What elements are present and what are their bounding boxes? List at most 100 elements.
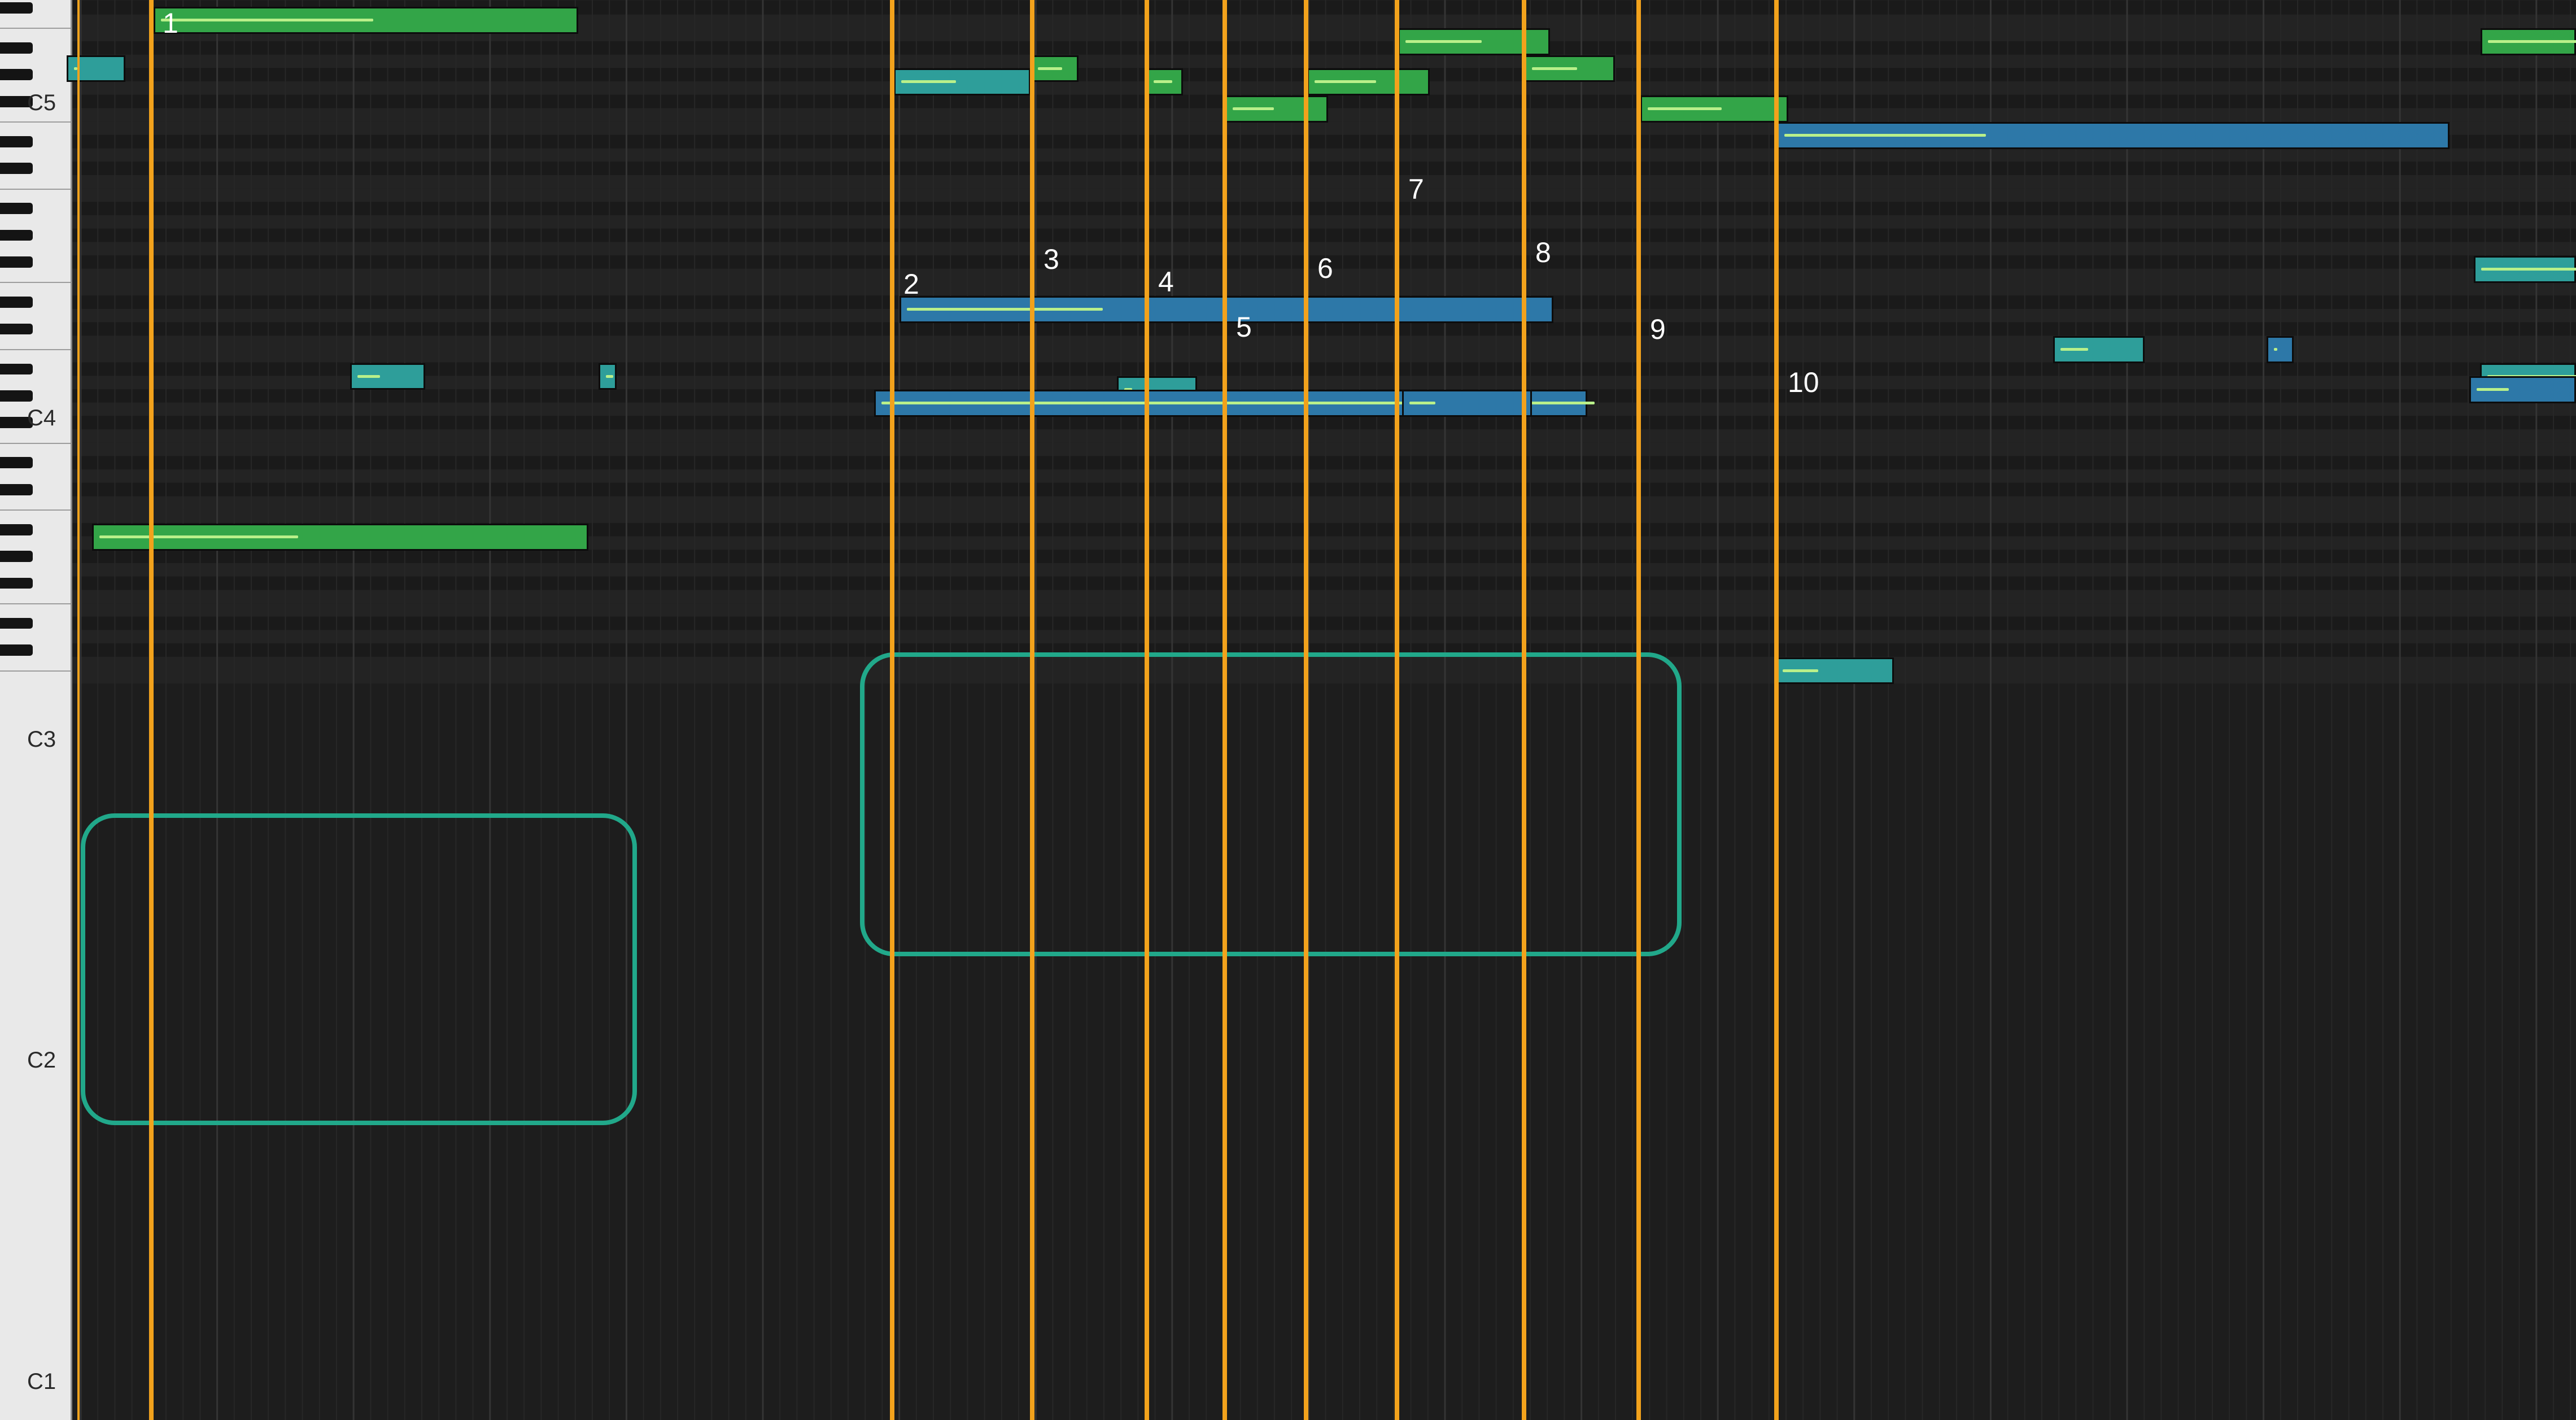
grid-row-white-key: [71, 376, 2576, 390]
grid-row-black-key: [71, 322, 2576, 336]
black-key[interactable]: [0, 457, 33, 469]
black-key[interactable]: [0, 203, 33, 215]
note[interactable]: [2267, 336, 2294, 363]
note-7[interactable]: [1398, 28, 1550, 56]
marker-line-3[interactable]: [1030, 0, 1034, 1420]
black-key[interactable]: [0, 617, 33, 629]
grid-row-white-key: [71, 282, 2576, 296]
note[interactable]: [1775, 657, 1894, 685]
black-key[interactable]: [0, 297, 33, 308]
note[interactable]: [1402, 390, 1532, 417]
grid-row-white-key: [71, 242, 2576, 256]
note-velocity-line: [606, 374, 613, 378]
grid-row-black-key: [71, 456, 2576, 470]
note-10[interactable]: [1777, 122, 2450, 149]
marker-line-6[interactable]: [1304, 0, 1308, 1420]
black-key[interactable]: [0, 577, 33, 589]
grid-row-black-key: [71, 522, 2576, 537]
note[interactable]: [599, 363, 617, 390]
marker-number-10: 10: [1788, 367, 1819, 398]
white-key-separator: [0, 349, 71, 350]
note-1[interactable]: [154, 7, 578, 34]
grid-row-white-key: [71, 563, 2576, 577]
white-key-separator: [0, 670, 71, 672]
black-key[interactable]: [0, 524, 33, 535]
black-key[interactable]: [0, 484, 33, 495]
note-velocity-line: [1784, 134, 1986, 137]
note-velocity-line: [2274, 348, 2277, 351]
note-8[interactable]: [1525, 55, 1615, 82]
marker-line-10[interactable]: [1774, 0, 1779, 1420]
note-5[interactable]: [1225, 95, 1328, 123]
octave-label-c1: C1: [27, 1369, 56, 1394]
note-velocity-line: [1154, 80, 1172, 84]
note-velocity-line: [1038, 67, 1062, 70]
white-key-separator: [0, 121, 71, 123]
note-velocity-line: [2488, 40, 2576, 43]
black-key[interactable]: [0, 229, 33, 241]
black-key[interactable]: [0, 363, 33, 375]
marker-number-8: 8: [1535, 237, 1551, 268]
piano-keyboard[interactable]: C5 C4 C3 C2 C1: [0, 0, 72, 1420]
marker-line-1[interactable]: [149, 0, 154, 1420]
marker-number-2: 2: [903, 268, 919, 300]
grid-row-black-key: [71, 416, 2576, 430]
black-key[interactable]: [0, 136, 33, 147]
grid-row-white-key: [71, 148, 2576, 162]
note-velocity-line: [907, 308, 1103, 311]
white-key-separator: [0, 442, 71, 444]
black-key[interactable]: [0, 417, 33, 429]
black-key[interactable]: [0, 323, 33, 335]
grid-row-white-key: [71, 590, 2576, 604]
note-velocity-line: [2477, 388, 2509, 391]
grid-row-white-key: [71, 442, 2576, 456]
note[interactable]: [2481, 28, 2576, 56]
note-velocity-line: [161, 19, 373, 22]
marker-number-4: 4: [1158, 266, 1174, 298]
note-velocity-line: [99, 535, 298, 538]
note-group-outline-middle[interactable]: [860, 652, 1682, 956]
black-key[interactable]: [0, 644, 33, 656]
note-group-outline-left[interactable]: [81, 813, 637, 1125]
grid-row-black-key: [71, 576, 2576, 590]
marker-number-7: 7: [1408, 173, 1424, 205]
marker-number-3: 3: [1044, 243, 1059, 275]
marker-line-4[interactable]: [1145, 0, 1149, 1420]
note[interactable]: [350, 363, 425, 390]
note-2[interactable]: [894, 68, 1031, 96]
note-9[interactable]: [1640, 95, 1788, 123]
grid-row-white-key: [71, 469, 2576, 483]
note-4[interactable]: [1146, 68, 1183, 96]
note[interactable]: [2053, 336, 2145, 363]
black-key[interactable]: [0, 95, 33, 107]
note-velocity-line: [1409, 402, 1435, 404]
note-3[interactable]: [1031, 55, 1079, 82]
black-key[interactable]: [0, 163, 33, 174]
octave-label-c4: C4: [27, 406, 56, 430]
note[interactable]: [2469, 376, 2576, 403]
black-key[interactable]: [0, 390, 33, 402]
note-6[interactable]: [1307, 68, 1430, 96]
marker-line-9[interactable]: [1636, 0, 1641, 1420]
grid-row-black-key: [71, 202, 2576, 216]
black-key[interactable]: [0, 2, 33, 14]
note[interactable]: [67, 55, 125, 82]
grid-row-white-key: [71, 28, 2576, 42]
marker-line-7[interactable]: [1395, 0, 1399, 1420]
marker-line-2[interactable]: [890, 0, 894, 1420]
black-key[interactable]: [0, 551, 33, 562]
note[interactable]: [2474, 256, 2576, 283]
playhead-start-line[interactable]: [77, 0, 80, 1420]
marker-line-8[interactable]: [1522, 0, 1526, 1420]
grid-row-white-key: [71, 670, 2576, 684]
grid-row-white-key: [71, 175, 2576, 189]
note-velocity-line: [1315, 80, 1376, 84]
white-key-separator: [0, 603, 71, 605]
black-key[interactable]: [0, 69, 33, 81]
black-key[interactable]: [0, 256, 33, 268]
grid-row-white-key: [71, 509, 2576, 523]
note[interactable]: [92, 523, 588, 551]
black-key[interactable]: [0, 42, 33, 54]
marker-line-5[interactable]: [1222, 0, 1227, 1420]
